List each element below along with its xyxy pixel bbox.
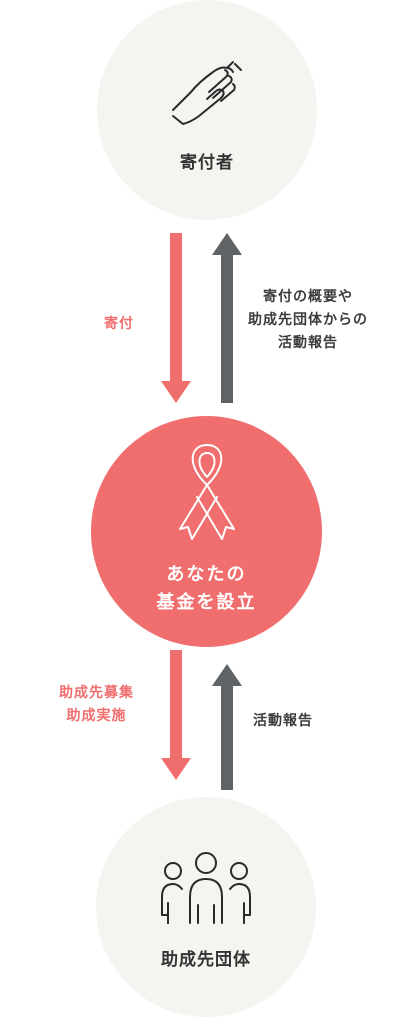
report-to-donor-label: 寄付の概要や 助成先団体からの 活動報告 [248, 286, 368, 355]
report-line-3: 活動報告 [278, 335, 338, 352]
grant-arrow [161, 650, 191, 780]
group-icon [161, 851, 251, 924]
donor-label: 寄付者 [180, 152, 234, 173]
fund-node: あなたの 基金を設立 [91, 416, 322, 647]
report-to-fund-label: 活動報告 [253, 713, 313, 729]
organization-label: 助成先団体 [161, 949, 251, 970]
grant-label: 助成先募集 助成実施 [59, 682, 134, 728]
fund-label-line-1: あなたの [166, 563, 247, 585]
hand-icon [172, 60, 242, 125]
fund-label: あなたの 基金を設立 [157, 561, 257, 617]
donation-label: 寄付 [104, 316, 134, 332]
grant-line-2: 助成実施 [66, 708, 127, 725]
report-line-1: 寄付の概要や [263, 289, 353, 305]
ribbon-icon [178, 443, 235, 540]
organization-node: 助成先団体 [96, 797, 316, 1017]
donor-node: 寄付者 [97, 0, 317, 220]
report-line-2: 助成先団体からの [248, 312, 368, 329]
report-to-donor-arrow [212, 233, 242, 403]
donation-arrow [161, 233, 191, 403]
report-to-fund-arrow [212, 664, 242, 790]
grant-line-1: 助成先募集 [59, 685, 134, 701]
fund-label-line-2: 基金を設立 [156, 591, 257, 613]
